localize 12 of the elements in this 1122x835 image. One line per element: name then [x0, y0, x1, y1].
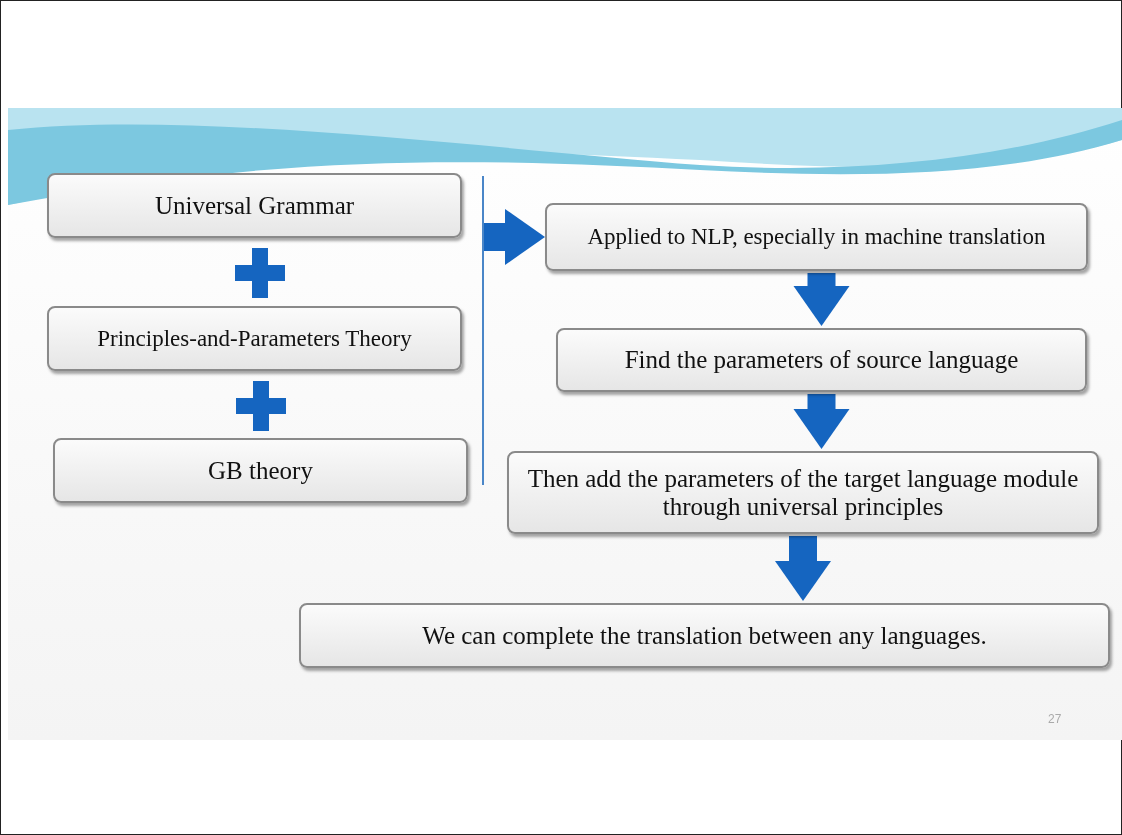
- process-box: GB theory: [53, 438, 468, 503]
- process-box: Principles-and-Parameters Theory: [47, 306, 462, 371]
- process-box: We can complete the translation between any languages.: [299, 603, 1110, 668]
- block-arrow: [775, 536, 831, 601]
- block-arrow: [793, 394, 850, 449]
- process-box: Universal Grammar: [47, 173, 462, 238]
- block-arrow: [793, 273, 850, 326]
- page-number: 27: [1048, 712, 1062, 726]
- process-box: Applied to NLP, especially in machine translation: [545, 203, 1088, 271]
- process-box: Find the parameters of source language: [556, 328, 1087, 392]
- block-arrow: [484, 209, 545, 265]
- process-box: Then add the parameters of the target language module through universal principles: [507, 451, 1099, 534]
